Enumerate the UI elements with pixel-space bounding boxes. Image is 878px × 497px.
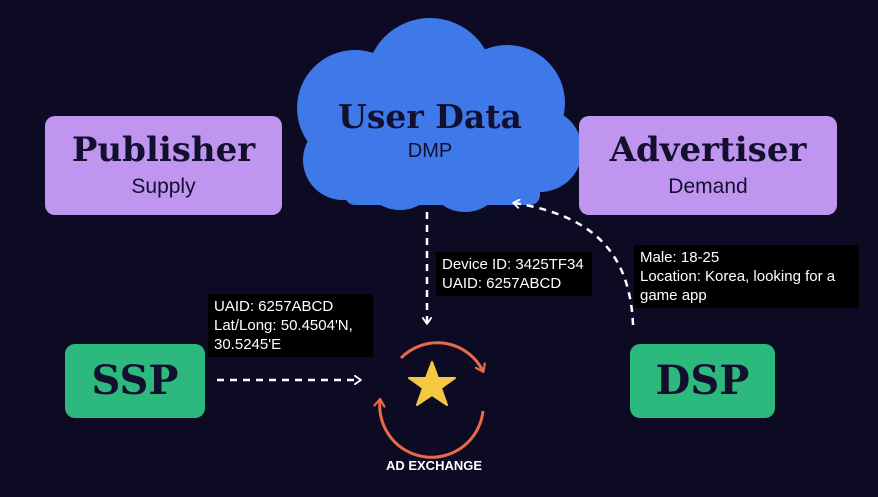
- ad-exchange-label: AD EXCHANGE: [385, 458, 483, 473]
- advertiser-title: Advertiser: [609, 129, 807, 170]
- cycle-arrows-icon: [380, 341, 483, 459]
- dmp-title: User Data: [338, 97, 522, 136]
- note-line: 30.5245'E: [214, 336, 282, 353]
- note-line: Male: 18-25: [640, 249, 720, 266]
- note-line: Location: Korea, looking for a game app: [640, 268, 836, 304]
- advertiser-box: Advertiser Demand: [579, 116, 837, 215]
- dmp-subtitle: DMP: [407, 140, 453, 162]
- advertiser-subtitle: Demand: [668, 174, 748, 198]
- note-line: UAID: 6257ABCD: [442, 275, 562, 292]
- star-icon: [408, 361, 456, 406]
- dsp-data-note: Male: 18-25 Location: Korea, looking for…: [634, 245, 859, 308]
- note-line: Device ID: 3425TF34: [442, 256, 584, 273]
- arrow-dsp-to-dmp: [514, 203, 635, 326]
- dmp-data-note: Device ID: 3425TF34 UAID: 6257ABCD: [436, 252, 592, 296]
- publisher-subtitle: Supply: [131, 174, 196, 198]
- publisher-title: Publisher: [71, 129, 256, 170]
- ssp-data-note: UAID: 6257ABCD Lat/Long: 50.4504'N, 30.5…: [208, 294, 373, 357]
- publisher-box: Publisher Supply: [45, 116, 282, 215]
- note-line: Lat/Long: 50.4504'N,: [214, 317, 353, 334]
- note-line: UAID: 6257ABCD: [214, 298, 334, 315]
- ssp-title: SSP: [91, 357, 179, 404]
- ssp-box: SSP: [65, 344, 205, 418]
- cloud-icon: [297, 18, 582, 212]
- dsp-box: DSP: [630, 344, 775, 418]
- dsp-title: DSP: [655, 357, 750, 404]
